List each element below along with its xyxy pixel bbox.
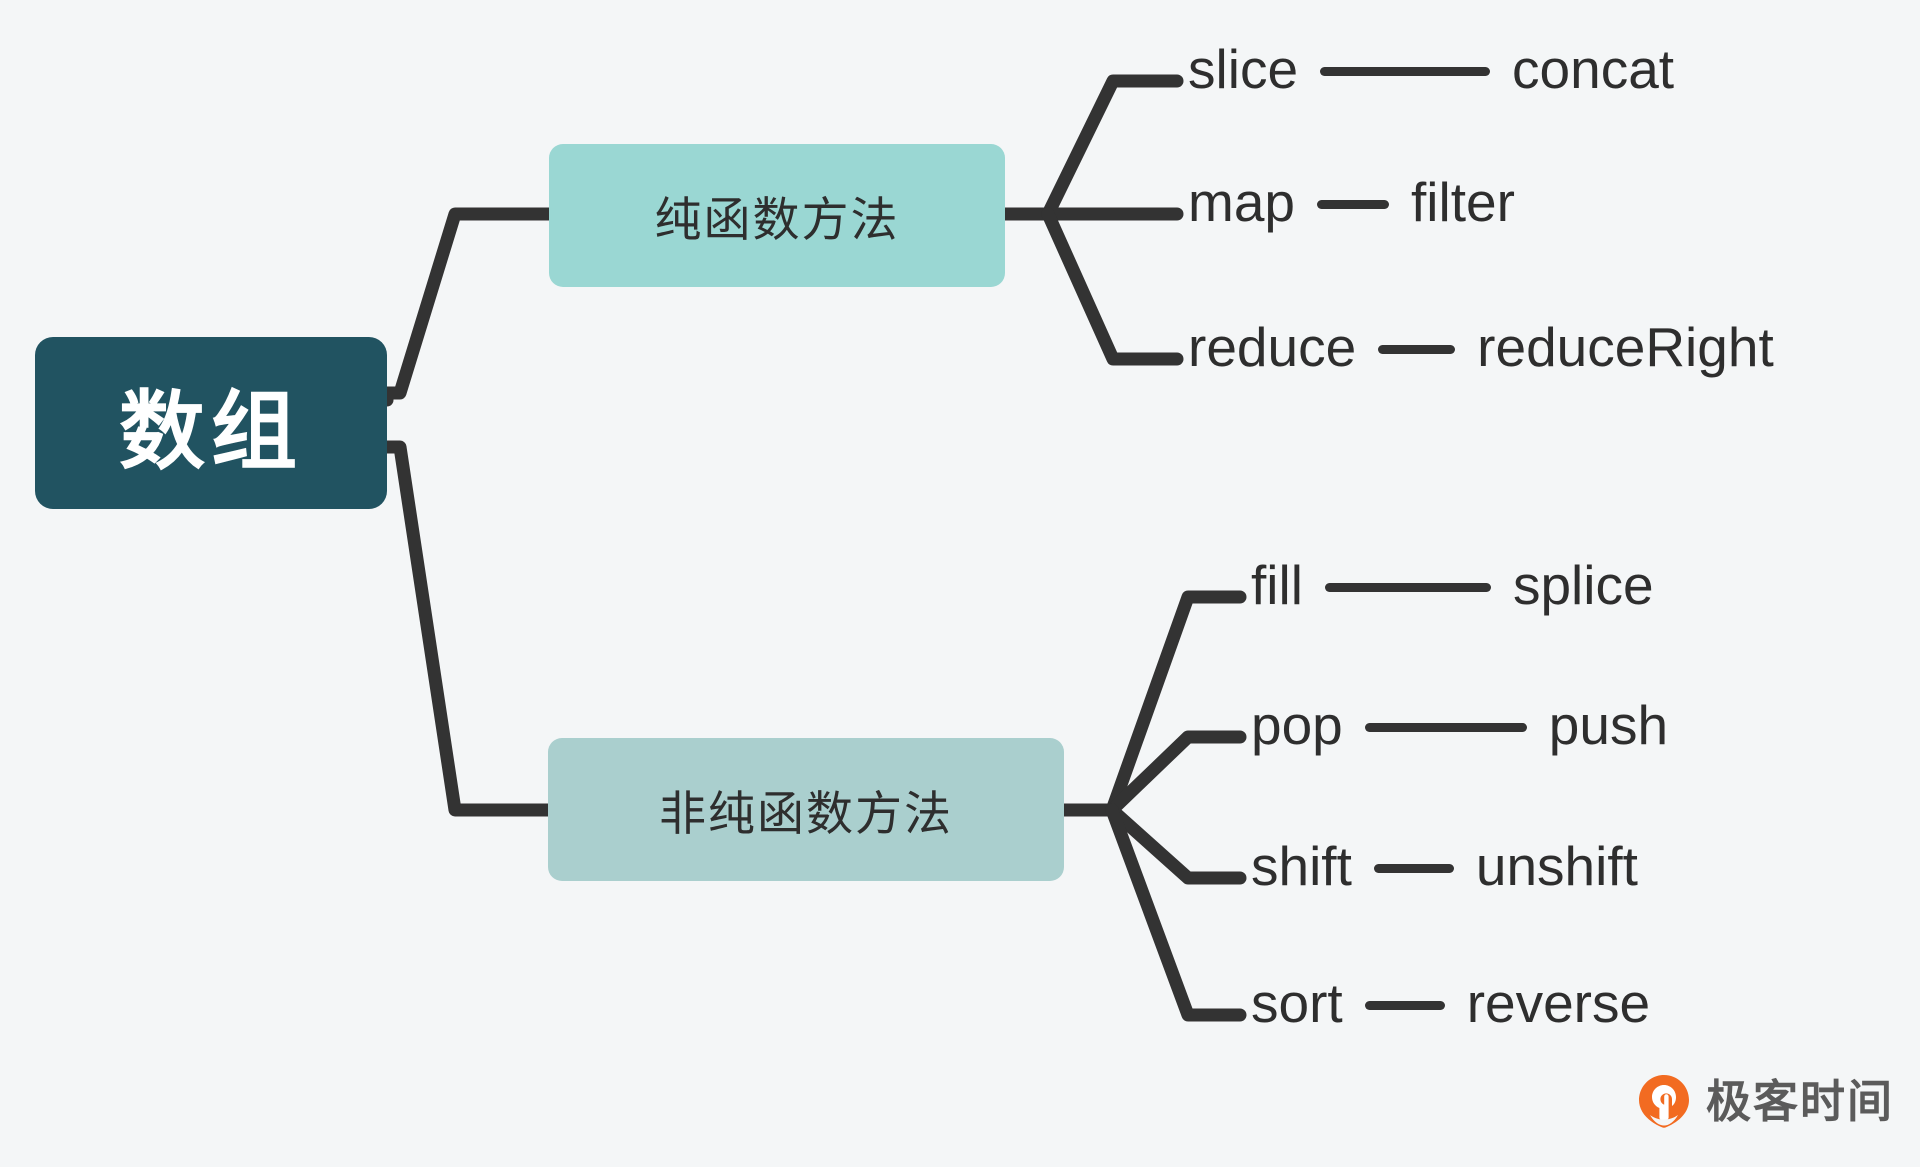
- watermark: 极客时间: [1636, 1073, 1894, 1129]
- leaf-row-reduce-reduceright[interactable]: reduce reduceRight: [1188, 320, 1774, 375]
- leaf-label-push: push: [1548, 694, 1669, 756]
- leaf-connector-icon: [1320, 67, 1491, 76]
- leaf-label-pop: pop: [1251, 694, 1343, 756]
- branch-node-impure-label: 非纯函数方法: [659, 787, 953, 840]
- leaf-row-fill-splice[interactable]: fill splice: [1251, 558, 1654, 613]
- leaf-label-fill: fill: [1251, 554, 1303, 616]
- leaf-label-slice: slice: [1188, 38, 1299, 100]
- leaf-label-filter: filter: [1411, 171, 1515, 233]
- leaf-row-shift-unshift[interactable]: shift unshift: [1251, 839, 1638, 894]
- leaf-row-map-filter[interactable]: map filter: [1188, 175, 1515, 230]
- geektime-logo-icon: [1636, 1073, 1692, 1129]
- leaf-row-pop-push[interactable]: pop push: [1251, 698, 1668, 753]
- leaf-row-slice-concat[interactable]: slice concat: [1188, 42, 1674, 97]
- leaf-connector-icon: [1378, 345, 1456, 354]
- watermark-label: 极客时间: [1706, 1075, 1895, 1127]
- leaf-label-concat: concat: [1512, 38, 1675, 100]
- leaf-connector-icon: [1364, 723, 1527, 732]
- leaf-connector-icon: [1364, 1001, 1445, 1010]
- root-node-label: 数组: [119, 383, 303, 480]
- leaf-row-sort-reverse[interactable]: sort reverse: [1251, 976, 1650, 1031]
- leaf-label-reduceright: reduceRight: [1477, 316, 1774, 378]
- leaf-label-splice: splice: [1512, 554, 1654, 616]
- leaf-label-reverse: reverse: [1466, 972, 1651, 1034]
- leaf-label-unshift: unshift: [1475, 835, 1638, 897]
- leaf-label-sort: sort: [1251, 972, 1343, 1034]
- leaf-label-reduce: reduce: [1188, 316, 1357, 378]
- leaf-connector-icon: [1373, 864, 1454, 873]
- leaf-label-map: map: [1188, 171, 1295, 233]
- leaf-connector-icon: [1317, 200, 1389, 209]
- branch-node-pure[interactable]: 纯函数方法: [549, 144, 1005, 287]
- branch-node-impure[interactable]: 非纯函数方法: [548, 738, 1064, 881]
- branch-node-pure-label: 纯函数方法: [654, 193, 900, 246]
- root-node[interactable]: 数组: [35, 337, 387, 509]
- leaf-connector-icon: [1324, 583, 1491, 592]
- leaf-label-shift: shift: [1251, 835, 1352, 897]
